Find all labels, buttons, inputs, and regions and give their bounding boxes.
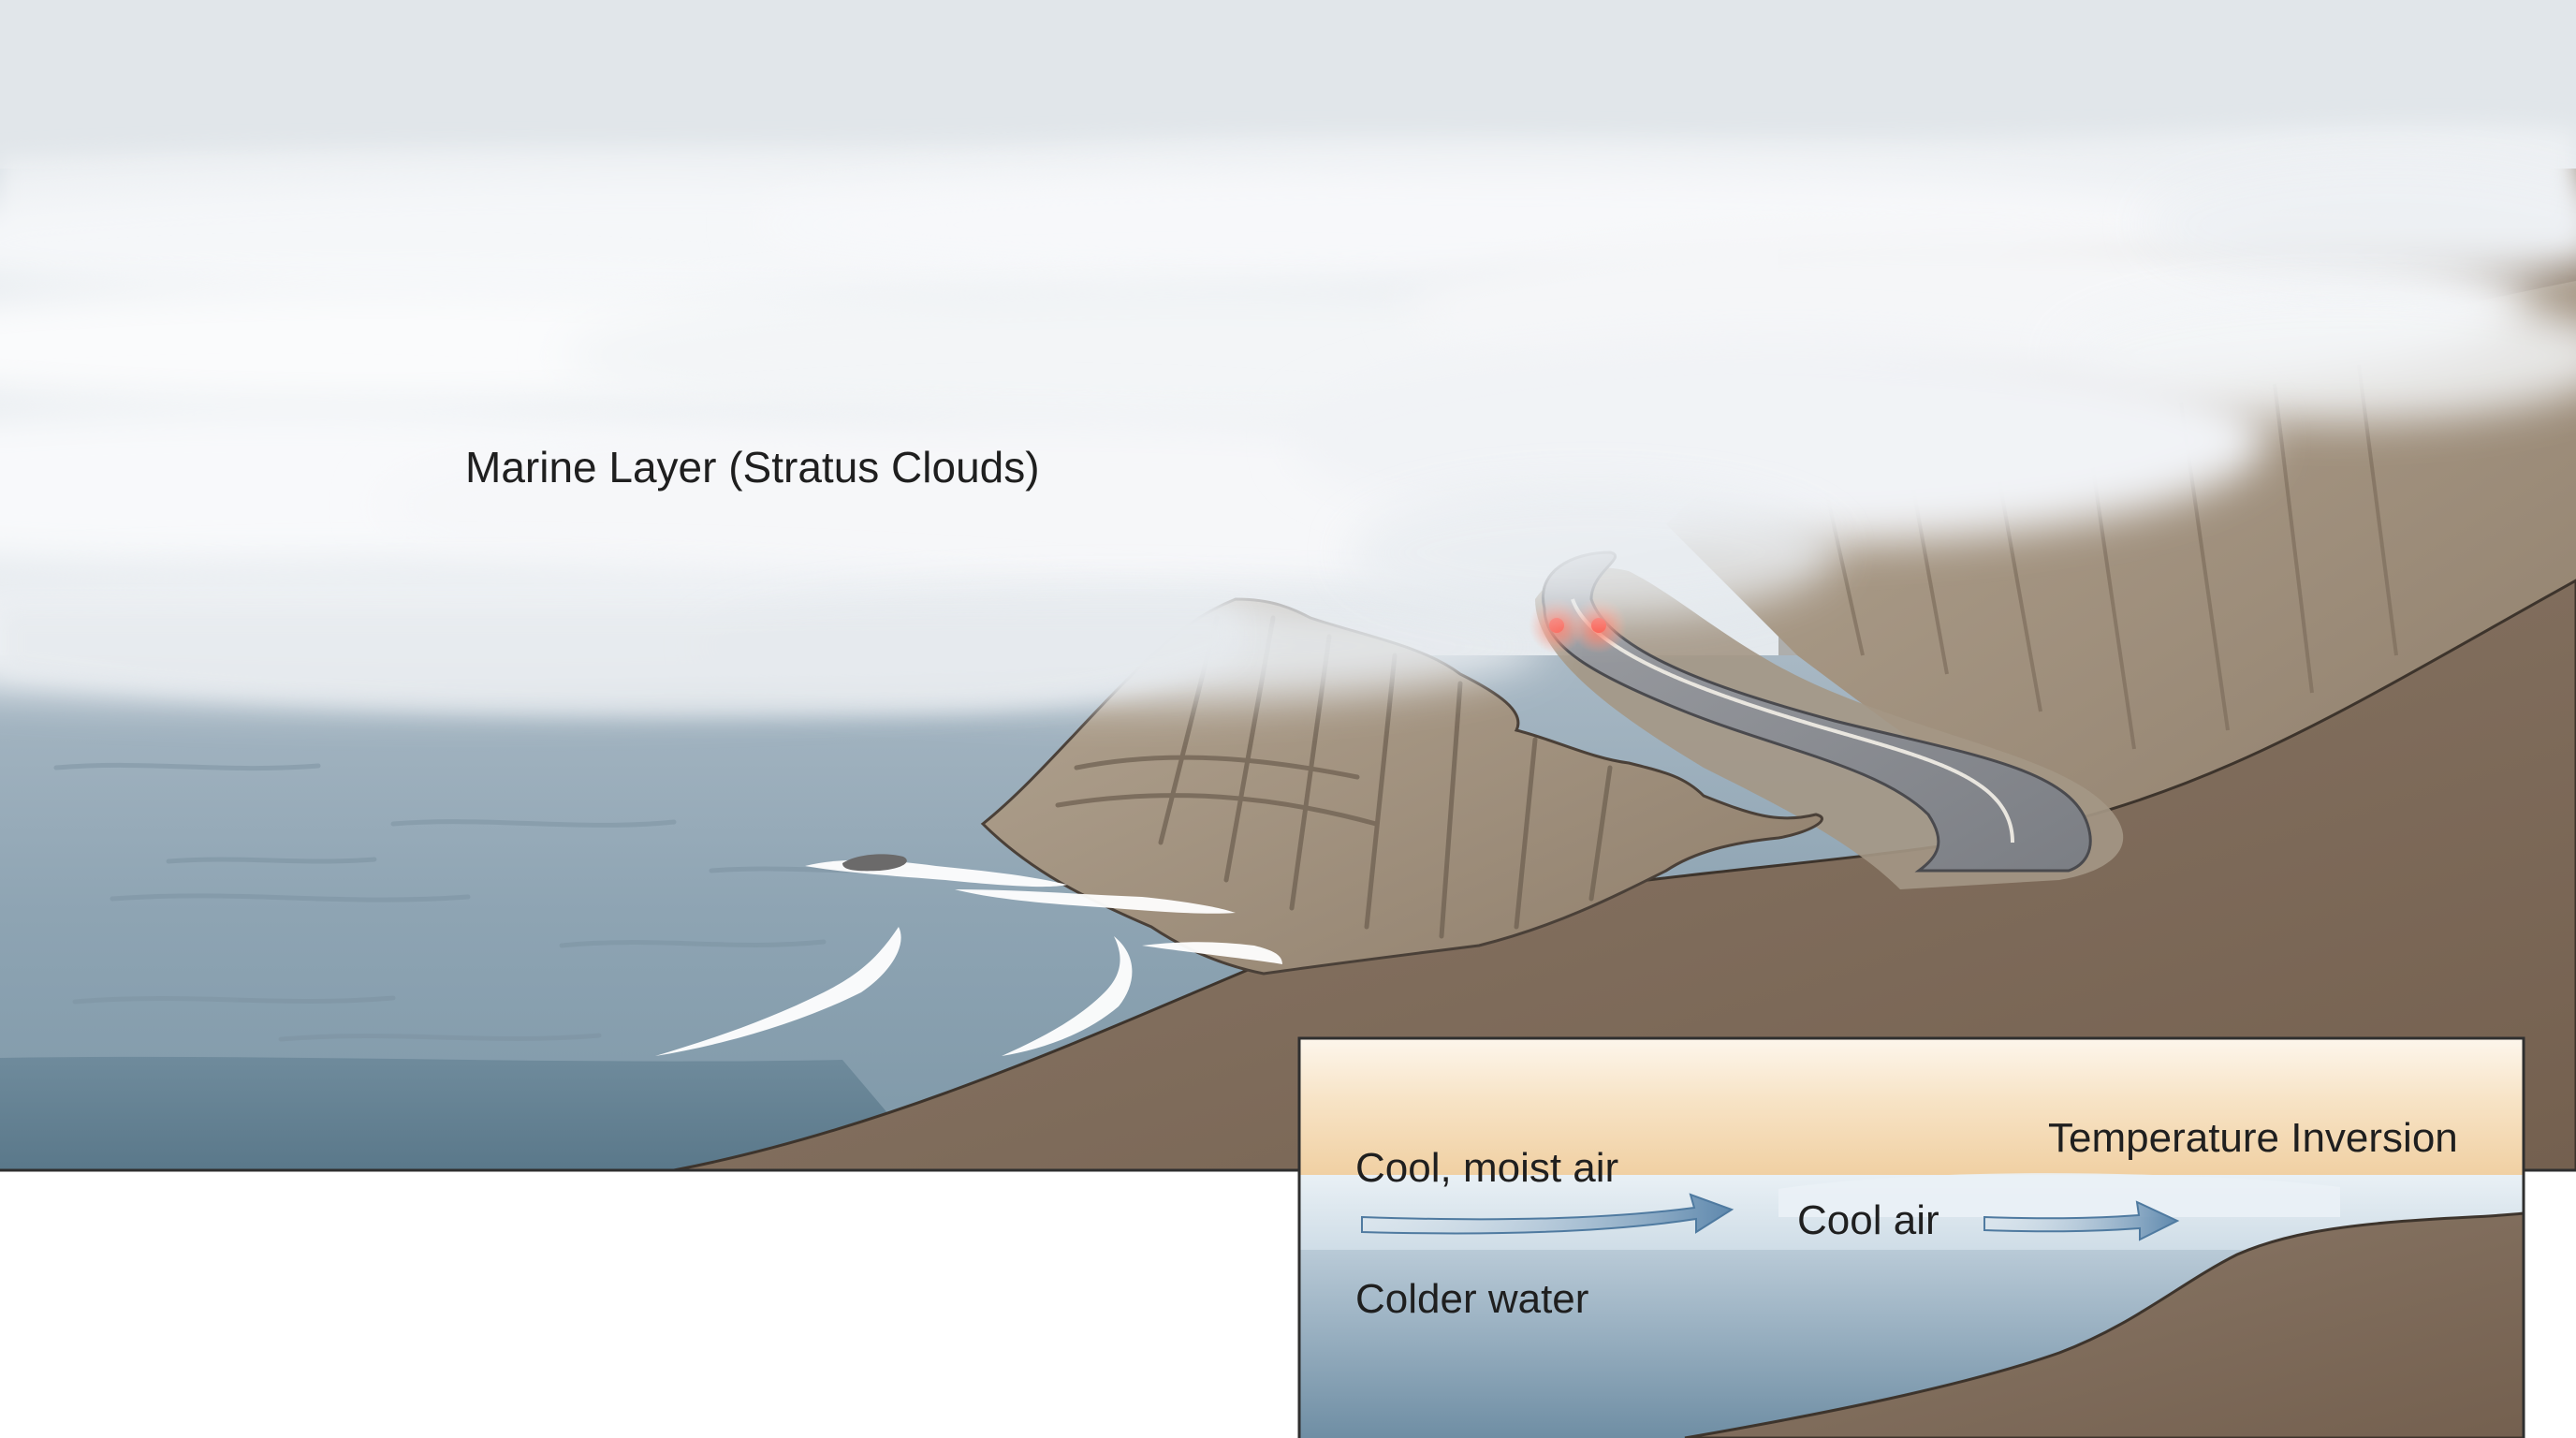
inversion-inset: Temperature Inversion Cool, moist air Co… xyxy=(1297,1036,2525,1438)
cool-air-label: Cool air xyxy=(1797,1197,1939,1243)
marine-layer-label: Marine Layer (Stratus Clouds) xyxy=(465,443,1040,492)
moist-air-arrow xyxy=(1361,1193,1734,1235)
inversion-band xyxy=(1299,1038,2524,1179)
colder-water-label: Colder water xyxy=(1355,1276,1588,1322)
main-scene: Marine Layer (Stratus Clouds) xyxy=(0,0,2576,1170)
cool-air-arrow xyxy=(1983,1200,2180,1241)
rock xyxy=(842,854,907,872)
foreground-slope xyxy=(673,579,2576,1170)
cliff-striations xyxy=(1055,615,1613,939)
inset-frame xyxy=(1297,1036,2525,1438)
inset-land xyxy=(1684,1211,2524,1438)
near-ocean xyxy=(0,1056,936,1170)
cool-air-bulge xyxy=(1778,1173,2340,1217)
surf xyxy=(655,859,1282,1056)
temperature-inversion-label: Temperature Inversion xyxy=(2048,1115,2458,1161)
road-center-line xyxy=(1571,598,2014,844)
cool-moist-air-label: Cool, moist air xyxy=(1355,1145,1618,1191)
marine-layer-fog xyxy=(0,0,2576,715)
